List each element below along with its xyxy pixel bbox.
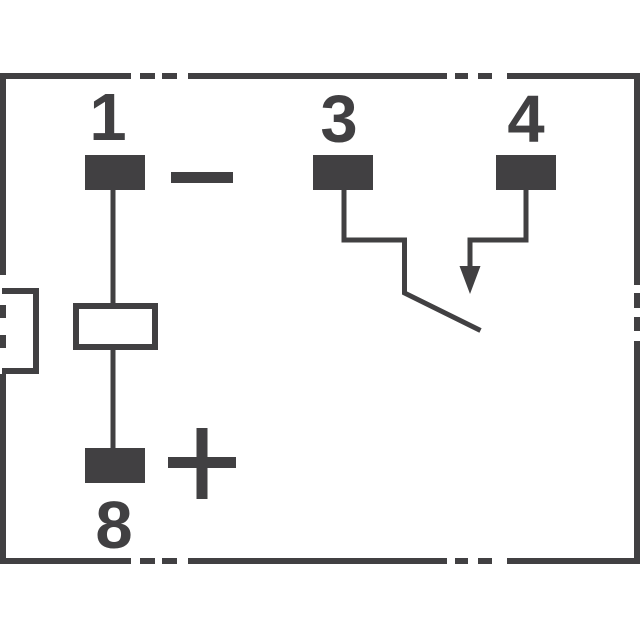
pin-8-pad [85, 448, 145, 483]
case-outline-left [0, 73, 6, 564]
outline-segment [634, 341, 640, 564]
pin-3-label: 3 [320, 82, 357, 157]
coil-symbol [73, 303, 158, 350]
case-notch [2, 288, 39, 374]
outline-dash [140, 73, 155, 79]
pin-4-pad [496, 155, 556, 190]
plus-icon [168, 428, 236, 499]
coil-branch: 1 8 [73, 80, 236, 563]
switch-blade [341, 188, 482, 333]
outline-segment [188, 73, 447, 79]
outline-segment [507, 558, 640, 564]
outline-segment [188, 558, 447, 564]
case-outline-bottom [0, 558, 640, 564]
outline-segment [507, 73, 640, 79]
outline-segment [634, 73, 640, 285]
outline-dash [634, 293, 640, 308]
outline-segment [0, 73, 6, 275]
outline-dash [0, 305, 6, 318]
pin-3-pad [313, 155, 373, 190]
outline-dash [455, 558, 468, 564]
outline-dash [478, 73, 492, 79]
contact-branch: 3 4 [313, 82, 556, 333]
notch-bottom-edge [2, 368, 39, 374]
plus-vertical-bar [196, 428, 208, 499]
outline-dash [0, 335, 6, 348]
pin-8-label: 8 [95, 488, 132, 563]
fixed-contact-wire [467, 188, 529, 273]
outline-segment [0, 374, 6, 564]
outline-dash [162, 558, 177, 564]
outline-segment [0, 73, 131, 79]
notch-right-edge [33, 288, 39, 374]
outline-dash [162, 73, 177, 79]
arrow-down-icon [459, 266, 481, 294]
outline-dash [140, 558, 155, 564]
pin-1-pad [85, 155, 145, 190]
outline-dash [634, 317, 640, 331]
case-outline-top [0, 73, 640, 79]
notch-top-edge [2, 288, 39, 294]
pin-1-label: 1 [89, 80, 126, 155]
outline-dash [478, 558, 492, 564]
case-outline-right [634, 73, 640, 564]
minus-icon [171, 172, 233, 183]
pin-4-label: 4 [507, 82, 544, 157]
outline-dash [455, 73, 468, 79]
outline-segment [0, 558, 131, 564]
